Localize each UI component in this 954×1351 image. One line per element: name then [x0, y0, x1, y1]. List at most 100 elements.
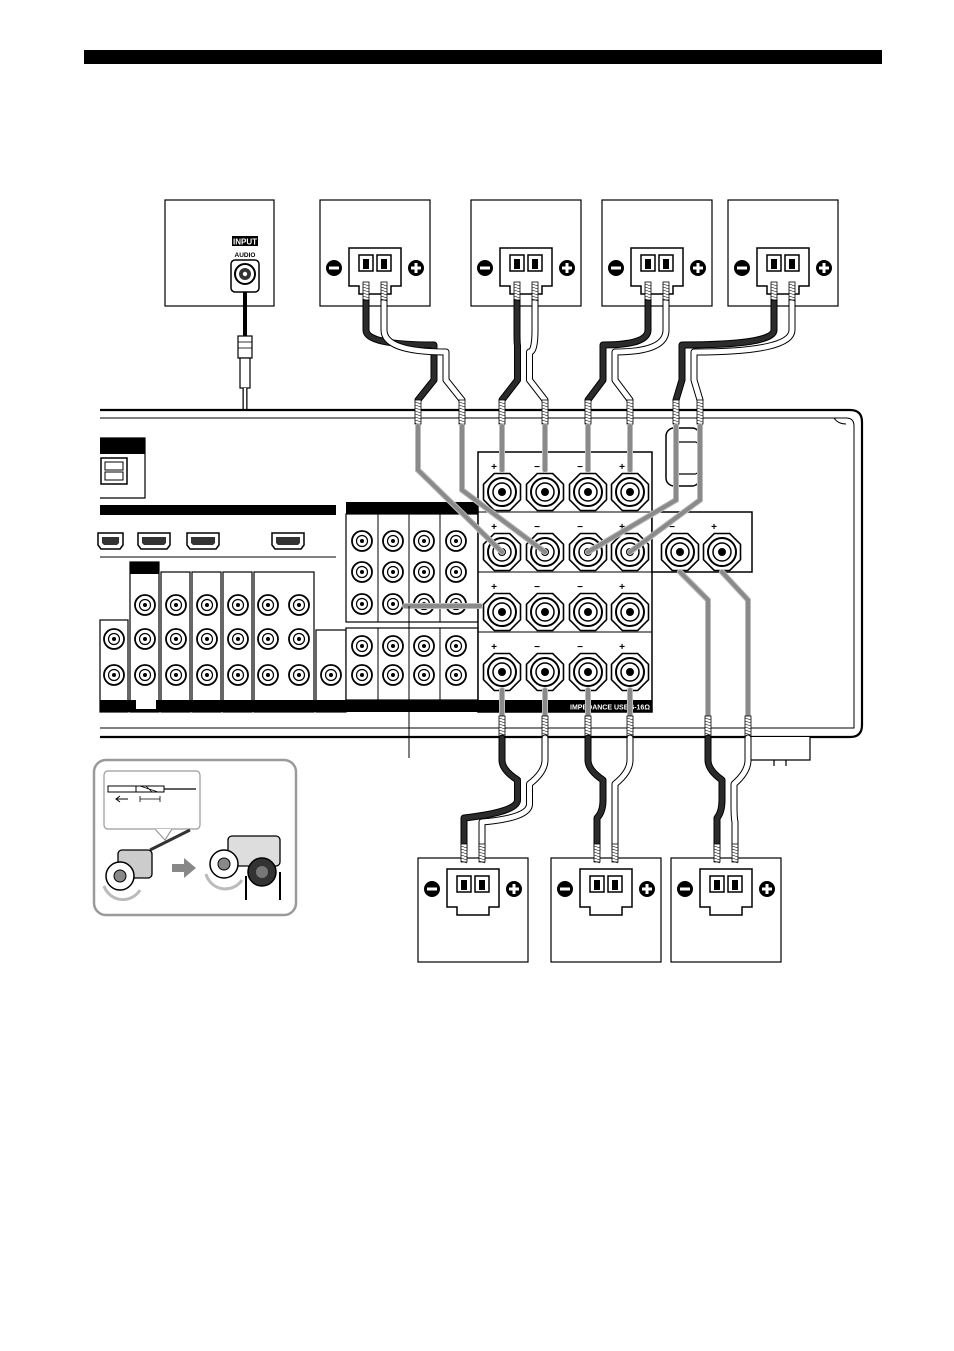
rca-jack-icon	[446, 562, 466, 582]
binding-post-icon	[570, 654, 607, 691]
rca-jack-icon	[289, 665, 309, 685]
rca-jack-icon	[414, 636, 434, 656]
rca-jack-icon	[289, 629, 309, 649]
rca-jack-icon	[352, 665, 372, 685]
plus-terminal-icon	[639, 881, 655, 897]
impedance-label: IMPEDANCE USE 6-16Ω	[570, 705, 650, 712]
plus-sign: +	[619, 462, 625, 473]
binding-post-icon	[662, 534, 699, 571]
speaker-front-left	[320, 200, 430, 306]
hdmi-port-icon	[187, 533, 219, 549]
rca-jack-icon	[135, 665, 155, 685]
rca-jack-icon	[104, 665, 124, 685]
header-rule	[84, 50, 882, 64]
minus-terminal-icon	[424, 881, 440, 897]
rca-input-section	[100, 562, 346, 712]
plus-sign: +	[491, 642, 497, 653]
subwoofer-input-label: INPUT	[233, 238, 257, 247]
rca-jack-icon	[383, 531, 403, 551]
binding-post-icon	[704, 534, 741, 571]
rca-jack-icon	[383, 562, 403, 582]
rca-jack-icon	[446, 531, 466, 551]
minus-sign: −	[577, 462, 583, 473]
rca-jack-icon	[352, 594, 372, 614]
rca-jack-icon	[321, 665, 341, 685]
minus-sign: −	[534, 642, 540, 653]
rca-jack-icon	[166, 665, 186, 685]
plus-sign: +	[491, 522, 497, 533]
hdmi-port-icon	[138, 533, 170, 549]
rca-jack-icon	[289, 595, 309, 615]
rca-jack-icon	[235, 264, 255, 284]
minus-terminal-icon	[677, 881, 693, 897]
plus-terminal-icon	[816, 260, 832, 276]
plus-sign: +	[491, 462, 497, 473]
subwoofer-audio-label: AUDIO	[235, 252, 256, 259]
ferrite-core-icon	[666, 428, 700, 486]
minus-terminal-icon	[557, 881, 573, 897]
plus-terminal-icon	[506, 881, 522, 897]
minus-terminal-icon	[326, 260, 342, 276]
rca-jack-icon	[197, 629, 217, 649]
hdmi-port-icon	[98, 533, 123, 549]
speaker-center	[602, 200, 712, 306]
plus-sign: +	[491, 582, 497, 593]
plus-sign: +	[619, 582, 625, 593]
binding-post-icon	[527, 594, 564, 631]
rca-jack-icon	[352, 531, 372, 551]
rca-jack-icon	[258, 629, 278, 649]
plus-sign: +	[711, 522, 717, 533]
speaker-surround-right	[551, 858, 661, 962]
minus-sign: −	[577, 642, 583, 653]
plus-terminal-icon	[690, 260, 706, 276]
rca-jack-icon	[135, 629, 155, 649]
speaker-front-right	[471, 200, 581, 306]
rca-jack-icon	[414, 531, 434, 551]
rca-jack-icon	[446, 665, 466, 685]
minus-terminal-icon	[734, 260, 750, 276]
binding-post-icon	[612, 594, 649, 631]
binding-post-icon	[570, 594, 607, 631]
minus-sign: −	[534, 582, 540, 593]
plus-terminal-icon	[408, 260, 424, 276]
rca-jack-icon	[228, 629, 248, 649]
binding-post-icon	[527, 654, 564, 691]
rca-jack-icon	[228, 595, 248, 615]
minus-sign: −	[534, 462, 540, 473]
rca-jack-icon	[258, 595, 278, 615]
rca-jack-icon	[135, 595, 155, 615]
minus-sign: −	[534, 522, 540, 533]
speaker-surround-back	[728, 200, 838, 306]
speaker-surround-back-b	[671, 858, 781, 962]
minus-terminal-icon	[477, 260, 493, 276]
binding-post-icon	[570, 474, 607, 511]
plus-terminal-icon	[559, 260, 575, 276]
rca-jack-icon	[104, 629, 124, 649]
rca-jack-icon	[446, 636, 466, 656]
binding-post-icon	[484, 594, 521, 631]
front-speakers-group	[320, 200, 838, 306]
rca-jack-icon	[383, 665, 403, 685]
binding-post-icon	[612, 474, 649, 511]
subwoofer-box: INPUT AUDIO	[165, 200, 274, 306]
rca-jack-icon	[166, 595, 186, 615]
rca-jack-icon	[197, 665, 217, 685]
rca-jack-icon	[383, 636, 403, 656]
binding-post-icon	[612, 654, 649, 691]
rca-jack-icon	[414, 562, 434, 582]
rca-jack-icon	[228, 665, 248, 685]
rca-jack-icon	[166, 629, 186, 649]
rca-jack-icon	[383, 594, 403, 614]
plus-terminal-icon	[759, 881, 775, 897]
binding-post-icon	[527, 474, 564, 511]
rca-jack-icon	[352, 636, 372, 656]
rear-speakers-group	[418, 858, 781, 962]
minus-sign: −	[577, 582, 583, 593]
rca-jack-icon	[197, 595, 217, 615]
minus-terminal-icon	[608, 260, 624, 276]
binding-post-icon	[484, 474, 521, 511]
rca-jack-icon	[414, 665, 434, 685]
binding-post-icon	[484, 654, 521, 691]
wire-preparation-inset	[94, 760, 296, 915]
